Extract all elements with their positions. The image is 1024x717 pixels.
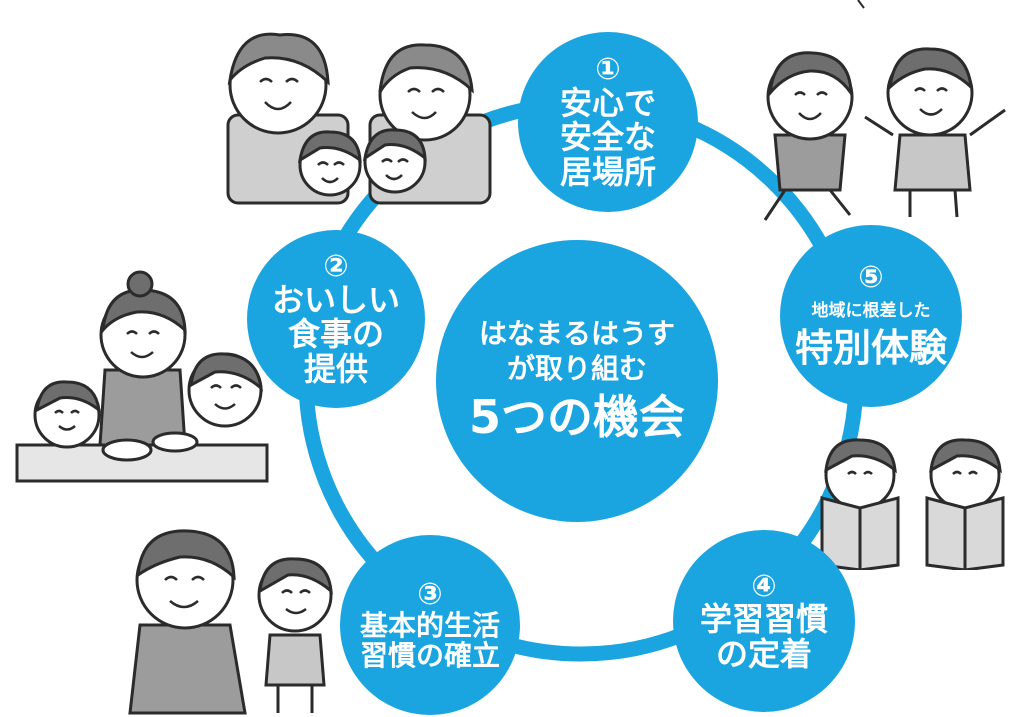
node-1-line2: 安全な [559, 118, 656, 157]
node-5: ⑤ 地域に根差した 特別体験 [780, 225, 962, 407]
center-circle: はなまるはうす が取り組む 5つの機会 [436, 240, 718, 522]
meal-illustration [15, 270, 269, 483]
greeting-illustration [128, 529, 333, 715]
node-4: ④ 学習習慣 の定着 [673, 530, 855, 712]
family-group-illustration [226, 32, 492, 205]
node-1: ① 安心で 安全な 居場所 [518, 32, 698, 212]
center-line2: が取り組む [506, 352, 647, 386]
node-2-line1: おいしい [271, 280, 400, 319]
center-line3: 5つの機会 [468, 390, 685, 445]
node-3: ③ 基本的生活 習慣の確立 [340, 535, 520, 715]
corner-mark-icon [857, 0, 865, 9]
children-running-illustration [763, 47, 1006, 221]
reading-illustration [820, 438, 1005, 570]
node-4-line2: の定着 [715, 634, 812, 673]
node-1-line3: 居場所 [559, 153, 656, 192]
node-2-line3: 提供 [303, 350, 368, 389]
node-4-line1: 学習習慣 [699, 600, 828, 639]
node-3-line2: 習慣の確立 [359, 638, 500, 672]
node-3-number: ③ [417, 577, 443, 613]
node-1-number: ① [595, 52, 621, 88]
node-2: ② おいしい 食事の 提供 [247, 230, 425, 408]
center-line1: はなまるはうす [478, 317, 675, 351]
node-2-line2: 食事の [287, 315, 384, 354]
node-5-line1: 特別体験 [794, 325, 947, 370]
node-3-line1: 基本的生活 [359, 608, 500, 642]
node-5-number: ⑤ [858, 260, 884, 296]
node-1-line1: 安心で [559, 83, 656, 122]
node-2-number: ② [323, 249, 349, 285]
node-5-subtitle: 地域に根差した [811, 300, 931, 321]
node-4-number: ④ [751, 568, 777, 604]
